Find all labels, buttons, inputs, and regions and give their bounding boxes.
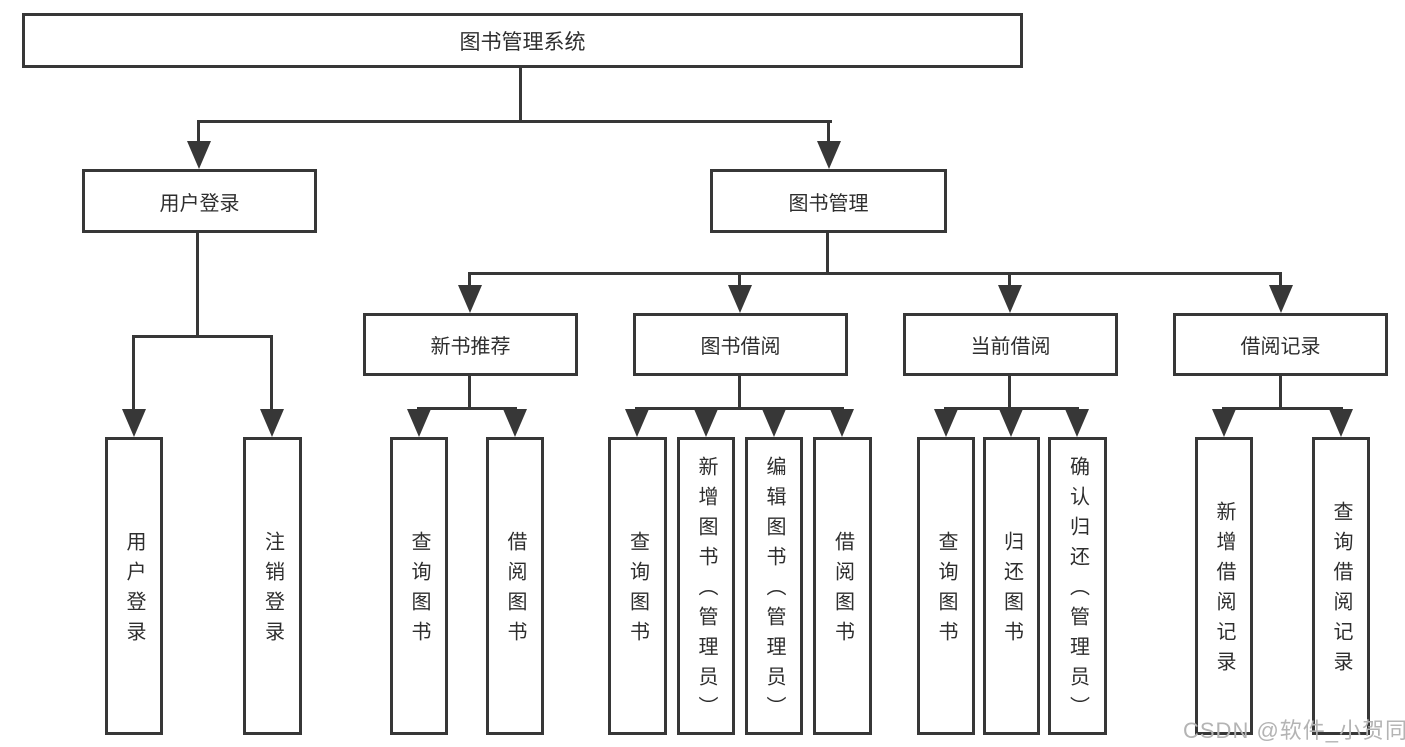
arrowhead-g2-leaf3-icon bbox=[762, 409, 786, 437]
node-user-login-label: 用户登录 bbox=[159, 192, 240, 215]
node-current-borrow-label: 当前借阅 bbox=[970, 336, 1051, 358]
connector-user-bar bbox=[132, 335, 273, 338]
arrowhead-g2-leaf4-icon bbox=[830, 409, 854, 437]
leaf-query-borrow-record: 查询借阅记录 bbox=[1312, 437, 1370, 735]
leaf-add-books-admin: 新增图书（管理员） bbox=[677, 437, 735, 735]
connector-root-bar bbox=[197, 120, 832, 123]
connector-l3-4-stem bbox=[1279, 272, 1282, 290]
arrowhead-g2-leaf2-icon bbox=[694, 409, 718, 437]
arrowhead-user-leaf2-icon bbox=[260, 409, 284, 437]
node-new-book-recommend-label: 新书推荐 bbox=[430, 336, 511, 358]
leaf-query-books-2-label: 查询图书 bbox=[626, 531, 649, 651]
connector-root-stem bbox=[519, 68, 522, 122]
leaf-query-books-1: 查询图书 bbox=[390, 437, 448, 735]
leaf-logout-label: 注销登录 bbox=[261, 531, 284, 651]
leaf-query-books-3: 查询图书 bbox=[917, 437, 975, 735]
arrowhead-book-icon bbox=[817, 141, 841, 169]
arrowhead-l3-4-icon bbox=[1269, 285, 1293, 313]
arrowhead-g4-leaf2-icon bbox=[1329, 409, 1353, 437]
connector-g2-down bbox=[738, 376, 741, 409]
node-book-management: 图书管理 bbox=[710, 169, 947, 233]
arrowhead-user-icon bbox=[187, 141, 211, 169]
leaf-add-borrow-record: 新增借阅记录 bbox=[1195, 437, 1253, 735]
leaf-query-books-1-label: 查询图书 bbox=[408, 531, 430, 651]
node-borrow-records: 借阅记录 bbox=[1173, 313, 1388, 376]
node-book-management-label: 图书管理 bbox=[788, 192, 869, 215]
leaf-edit-books-admin: 编辑图书（管理员） bbox=[745, 437, 803, 735]
node-root-label: 图书管理系统 bbox=[459, 30, 586, 54]
leaf-borrow-books-2: 借阅图书 bbox=[813, 437, 872, 735]
connector-l3-bar bbox=[468, 272, 1282, 275]
connector-user-leaf2-stem bbox=[270, 335, 273, 413]
connector-g4-down bbox=[1279, 376, 1282, 409]
arrowhead-g3-leaf3-icon bbox=[1065, 409, 1089, 437]
arrowhead-g4-leaf1-icon bbox=[1212, 409, 1236, 437]
leaf-return-books-label: 归还图书 bbox=[1000, 531, 1023, 651]
node-borrow-records-label: 借阅记录 bbox=[1240, 336, 1321, 358]
connector-book-down bbox=[826, 233, 829, 274]
connector-l3-2-stem bbox=[738, 272, 741, 290]
connector-g1-bar bbox=[417, 407, 517, 410]
connector-g1-down bbox=[468, 376, 471, 409]
leaf-return-books: 归还图书 bbox=[983, 437, 1040, 735]
connector-user-leaf1-stem bbox=[132, 335, 135, 413]
leaf-edit-books-admin-label: 编辑图书（管理员） bbox=[763, 456, 785, 726]
csdn-watermark: CSDN @软件_小贺同学 bbox=[1183, 718, 1405, 743]
connector-g4-bar bbox=[1222, 407, 1343, 410]
leaf-borrow-books-1-label: 借阅图书 bbox=[504, 531, 526, 651]
connector-l3-1-stem bbox=[468, 272, 471, 290]
node-root: 图书管理系统 bbox=[22, 13, 1023, 68]
arrowhead-g3-leaf1-icon bbox=[934, 409, 958, 437]
leaf-add-books-admin-label: 新增图书（管理员） bbox=[695, 456, 717, 726]
leaf-user-login-label: 用户登录 bbox=[123, 531, 145, 651]
arrowhead-g3-leaf2-icon bbox=[999, 409, 1023, 437]
arrowhead-l3-1-icon bbox=[458, 285, 482, 313]
connector-g3-down bbox=[1008, 376, 1011, 409]
connector-l3-3-stem bbox=[1008, 272, 1011, 290]
leaf-confirm-return-admin-label: 确认归还（管理员） bbox=[1066, 456, 1089, 726]
connector-book-stem bbox=[827, 120, 830, 146]
connector-user-down bbox=[196, 233, 199, 337]
arrowhead-l3-2-icon bbox=[728, 285, 752, 313]
arrowhead-g2-leaf1-icon bbox=[625, 409, 649, 437]
connector-g2-bar bbox=[635, 407, 844, 410]
arrowhead-g1-leaf1-icon bbox=[407, 409, 431, 437]
leaf-query-borrow-record-label: 查询借阅记录 bbox=[1330, 501, 1352, 681]
leaf-add-borrow-record-label: 新增借阅记录 bbox=[1213, 501, 1235, 681]
node-new-book-recommend: 新书推荐 bbox=[363, 313, 578, 376]
leaf-user-login: 用户登录 bbox=[105, 437, 163, 735]
node-current-borrow: 当前借阅 bbox=[903, 313, 1118, 376]
leaf-logout: 注销登录 bbox=[243, 437, 302, 735]
arrowhead-g1-leaf2-icon bbox=[503, 409, 527, 437]
arrowhead-user-leaf1-icon bbox=[122, 409, 146, 437]
connector-user-stem bbox=[197, 120, 200, 146]
leaf-borrow-books-1: 借阅图书 bbox=[486, 437, 544, 735]
leaf-query-books-3-label: 查询图书 bbox=[935, 531, 957, 651]
leaf-query-books-2: 查询图书 bbox=[608, 437, 667, 735]
leaf-confirm-return-admin: 确认归还（管理员） bbox=[1048, 437, 1107, 735]
node-book-borrow-label: 图书借阅 bbox=[700, 336, 781, 358]
node-user-login: 用户登录 bbox=[82, 169, 317, 233]
leaf-borrow-books-2-label: 借阅图书 bbox=[831, 531, 854, 651]
node-book-borrow: 图书借阅 bbox=[633, 313, 848, 376]
arrowhead-l3-3-icon bbox=[998, 285, 1022, 313]
